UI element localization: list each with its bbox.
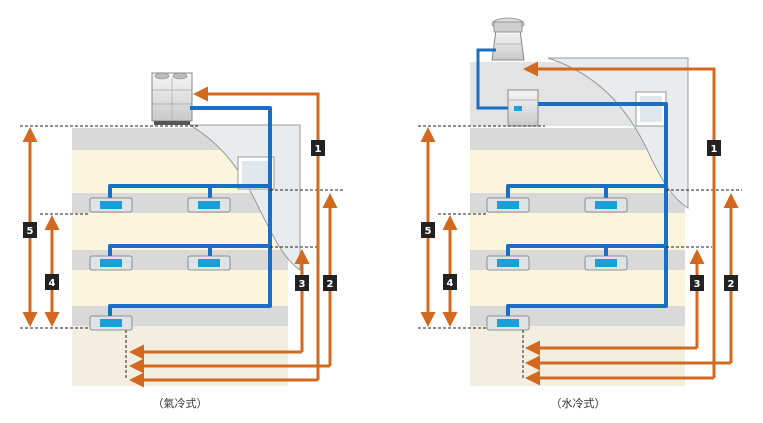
- ground-area: [72, 326, 288, 386]
- ceiling-cassette-unit-icon: [187, 197, 231, 213]
- water-cooled-panel: 1 2 3 4 5 （水冷式）: [418, 17, 742, 410]
- ceiling-cassette-unit-icon: [89, 197, 133, 213]
- reference-lines: [418, 125, 742, 380]
- outdoor-condensing-unit-icon: [151, 72, 193, 125]
- marker-badge-5: 5: [23, 222, 37, 238]
- water-cooled-unit-icon: [507, 89, 539, 127]
- refrigerant-piping: [506, 102, 668, 316]
- cooling-tower-icon: [491, 17, 525, 61]
- marker-label: 1: [711, 144, 718, 155]
- marker-badge-2: 2: [724, 275, 738, 291]
- ceiling-cassette-unit-icon: [187, 255, 231, 271]
- marker-label: 1: [315, 144, 322, 155]
- marker-label: 4: [49, 278, 56, 289]
- caption-water-cooled: （水冷式）: [551, 397, 606, 410]
- marker-label: 4: [447, 278, 454, 289]
- marker-badge-3: 3: [690, 275, 704, 291]
- marker-badge-5: 5: [421, 222, 435, 238]
- ceiling-cassette-unit-icon: [89, 315, 133, 331]
- marker-label: 2: [728, 279, 735, 290]
- ceiling-cassette-unit-icon: [89, 255, 133, 271]
- cooling-water-piping: [476, 48, 508, 110]
- marker-label: 5: [27, 226, 34, 237]
- arrow-1: [193, 86, 320, 380]
- marker-label: 2: [327, 279, 334, 290]
- marker-label: 5: [425, 226, 432, 237]
- air-cooled-panel: 1 2 3 4 5 （氣冷式）: [20, 72, 345, 410]
- refrigerant-piping: [108, 106, 272, 316]
- marker-badge-4: 4: [443, 274, 457, 290]
- arrow-1: [523, 61, 716, 378]
- marker-badge-3: 3: [295, 275, 309, 291]
- marker-badge-1: 1: [311, 140, 325, 156]
- caption-air-cooled: （氣冷式）: [153, 396, 208, 410]
- ceiling-cassette-unit-icon: [584, 255, 628, 271]
- ceiling-cassette-unit-icon: [584, 197, 628, 213]
- marker-badge-2: 2: [323, 275, 337, 291]
- ground-area: [470, 326, 685, 386]
- ceiling-cassette-unit-icon: [486, 255, 530, 271]
- marker-badge-4: 4: [45, 274, 59, 290]
- ceiling-cassette-unit-icon: [486, 197, 530, 213]
- ceiling-cassette-unit-icon: [486, 315, 530, 331]
- reference-lines: [20, 125, 345, 380]
- marker-badge-1: 1: [707, 140, 721, 156]
- roof-slab: [470, 128, 685, 150]
- marker-label: 3: [694, 279, 701, 290]
- marker-label: 3: [299, 279, 306, 290]
